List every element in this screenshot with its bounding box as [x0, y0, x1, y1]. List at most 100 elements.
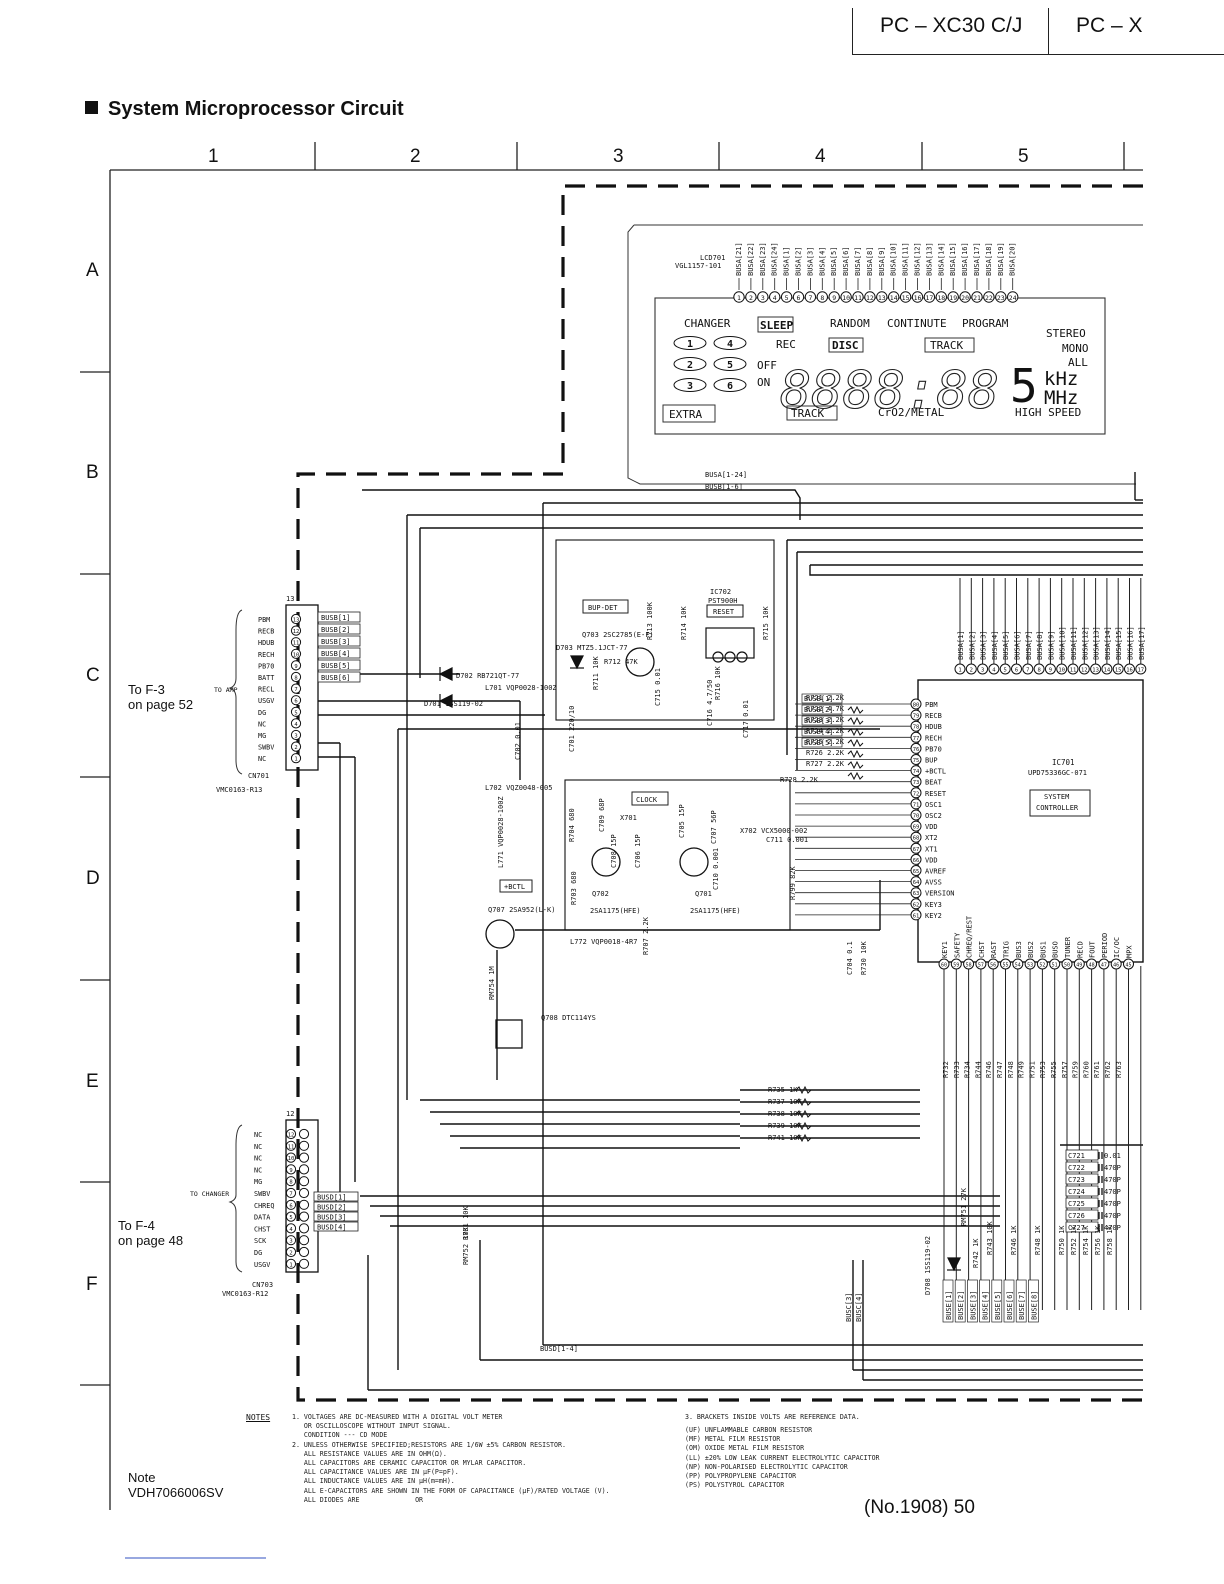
lcd-bus-label: BUSA[13] [925, 242, 933, 276]
res-block-label: R721 2.2K [806, 694, 845, 702]
busd-tag [313, 1191, 359, 1202]
cn703-pin-label: DATA [254, 1214, 270, 1222]
cn701-pin-number: 8 [294, 676, 297, 682]
bus-fanout [943, 578, 1142, 1310]
lcd-pin-circle [840, 291, 852, 303]
cn701-pin-label: NC [258, 720, 266, 728]
busb-tag-label: BUSB[6] [321, 674, 351, 682]
component-value-label: R752 1K [1070, 1225, 1078, 1255]
res-block-label: R722 4.7K [806, 705, 845, 713]
ic701-left-pin-number: 75 [913, 758, 920, 764]
res-block-label: R725 2.2K [806, 738, 845, 746]
ic701-top-label: BUSA[14] [1104, 626, 1112, 660]
cn703-pin-b [298, 1187, 310, 1199]
res-vertical-label: R755 [1050, 1061, 1058, 1078]
lcd-pin-circle [804, 291, 817, 303]
cn703-pin-label: NC [254, 1131, 262, 1139]
ic-busb-tag [801, 737, 843, 748]
grid-col-5: 5 [1018, 146, 1029, 167]
d708-label: D708 1SS119-02 [924, 1236, 932, 1295]
ic701-top-pin [1101, 663, 1113, 675]
l701-label: L701 VQP0028-100Z [485, 684, 557, 692]
cn703-pin-b [298, 1211, 310, 1222]
lcd-bus-label: BUSA[4] [818, 246, 826, 276]
lcd-pin-circle [757, 291, 769, 303]
page-number: (No.1908) 50 [864, 1497, 975, 1518]
cn701-pin-label: NC [258, 755, 266, 763]
ic701-top-label: BUSA[4] [991, 630, 999, 660]
cap-name: C721 [1068, 1152, 1085, 1160]
lcd-bus-label: BUSA[22] [747, 242, 755, 276]
q708-label: Q708 DTC114YS [541, 1014, 596, 1022]
component-value-label: R704 680 [568, 808, 576, 842]
bus-b-label: BUSB[1-6] [705, 483, 743, 491]
ic701-bottom-label: IC/OC [1113, 937, 1121, 958]
busb-tag [317, 611, 361, 623]
ic701-bottom-label: MPX [1126, 945, 1134, 958]
lcd-pin-number: 23 [997, 294, 1005, 302]
lcd-pin-circle [971, 291, 983, 303]
res-vertical-label: R760 [1082, 1061, 1090, 1078]
ic701-bottom-label: PERIOD [1101, 933, 1109, 958]
ic701-bottom-pin-number: 55 [1002, 963, 1008, 969]
model-name-2: PC – X [1076, 14, 1143, 37]
cn703-pin-label: CHST [254, 1225, 270, 1233]
grid-row-d: D [86, 868, 100, 889]
cn701-pin-label: PB70 [258, 662, 274, 670]
ic701-left-pin-label: XT2 [925, 834, 938, 842]
ic701-left-pin-number: 61 [913, 913, 920, 919]
ic701-left-pin-number: 63 [913, 891, 920, 897]
ic701-bottom-label: SAFETY [953, 932, 961, 958]
lcd-pin-number: 17 [925, 294, 933, 302]
diode-symbols [438, 655, 961, 1272]
cn701-top-pin: 13 [286, 595, 294, 603]
component-value-label: R713 100K [646, 601, 654, 640]
cap-name: C725 [1068, 1200, 1085, 1208]
notes-right-title: 3. BRACKETS INSIDE VOLTS ARE REFERENCE D… [685, 1413, 860, 1421]
lcd-pin-number: 1 [737, 294, 741, 302]
lcd-pin-circle [792, 291, 805, 303]
res-mid-label: R738 10K [768, 1110, 803, 1118]
lcd-pin-number: 11 [854, 294, 862, 302]
cap-name: C723 [1068, 1176, 1085, 1184]
disc-slot-number: 2 [687, 360, 693, 371]
buse-tag [979, 1279, 990, 1323]
ic701-left-pin-label: OSC2 [925, 812, 942, 820]
disc-slot-number: 1 [687, 339, 693, 350]
ic701-top-pin [954, 663, 966, 675]
busb-tag-label: BUSB[3] [321, 638, 351, 646]
buse-tag [1028, 1279, 1039, 1323]
cn703-pin [285, 1187, 297, 1199]
lcd-mono: MONO [1062, 342, 1089, 355]
lcd-pin-number: 16 [914, 294, 922, 302]
section-title: System Microprocessor Circuit [85, 98, 404, 121]
lcd-bus-label: BUSA[2] [795, 246, 803, 276]
lcd-pin-circle [899, 291, 912, 303]
ic701-bottom-label: TRIG [1003, 941, 1011, 958]
cn703-pin [285, 1235, 297, 1246]
ic701-bottom-pins: KEY160SAFETY59CHREQ/REST58CHST57RAST56TR… [938, 915, 1134, 970]
clock-label: CLOCK [636, 796, 658, 804]
lcd-bus-label: BUSA[16] [961, 242, 969, 276]
ic701-top-pin-number: 6 [1015, 668, 1018, 674]
cn703-pin-number: 7 [289, 1192, 292, 1198]
ic701-top-pin [1011, 663, 1022, 675]
ic701-left-pin-number: 62 [913, 902, 920, 908]
ic701-top-pin [965, 663, 977, 675]
buse-label: BUSE[3] [969, 1290, 977, 1320]
ic701-chip [917, 679, 1144, 963]
component-value-label: R799 82K [789, 865, 797, 900]
cn701-pin-label: MG [258, 732, 266, 740]
lcd-pin-circle [733, 291, 745, 303]
notes-label: NOTES [246, 1413, 271, 1422]
cn703-pin [285, 1258, 297, 1269]
ic701-bottom-pin [1000, 958, 1011, 970]
ic-busb-tag [801, 726, 843, 737]
lcd-pin-number: 12 [866, 294, 874, 302]
transistor-symbols [485, 647, 709, 1049]
disc-slot-number: 3 [687, 381, 693, 392]
ic701-top-pin [1056, 663, 1068, 675]
